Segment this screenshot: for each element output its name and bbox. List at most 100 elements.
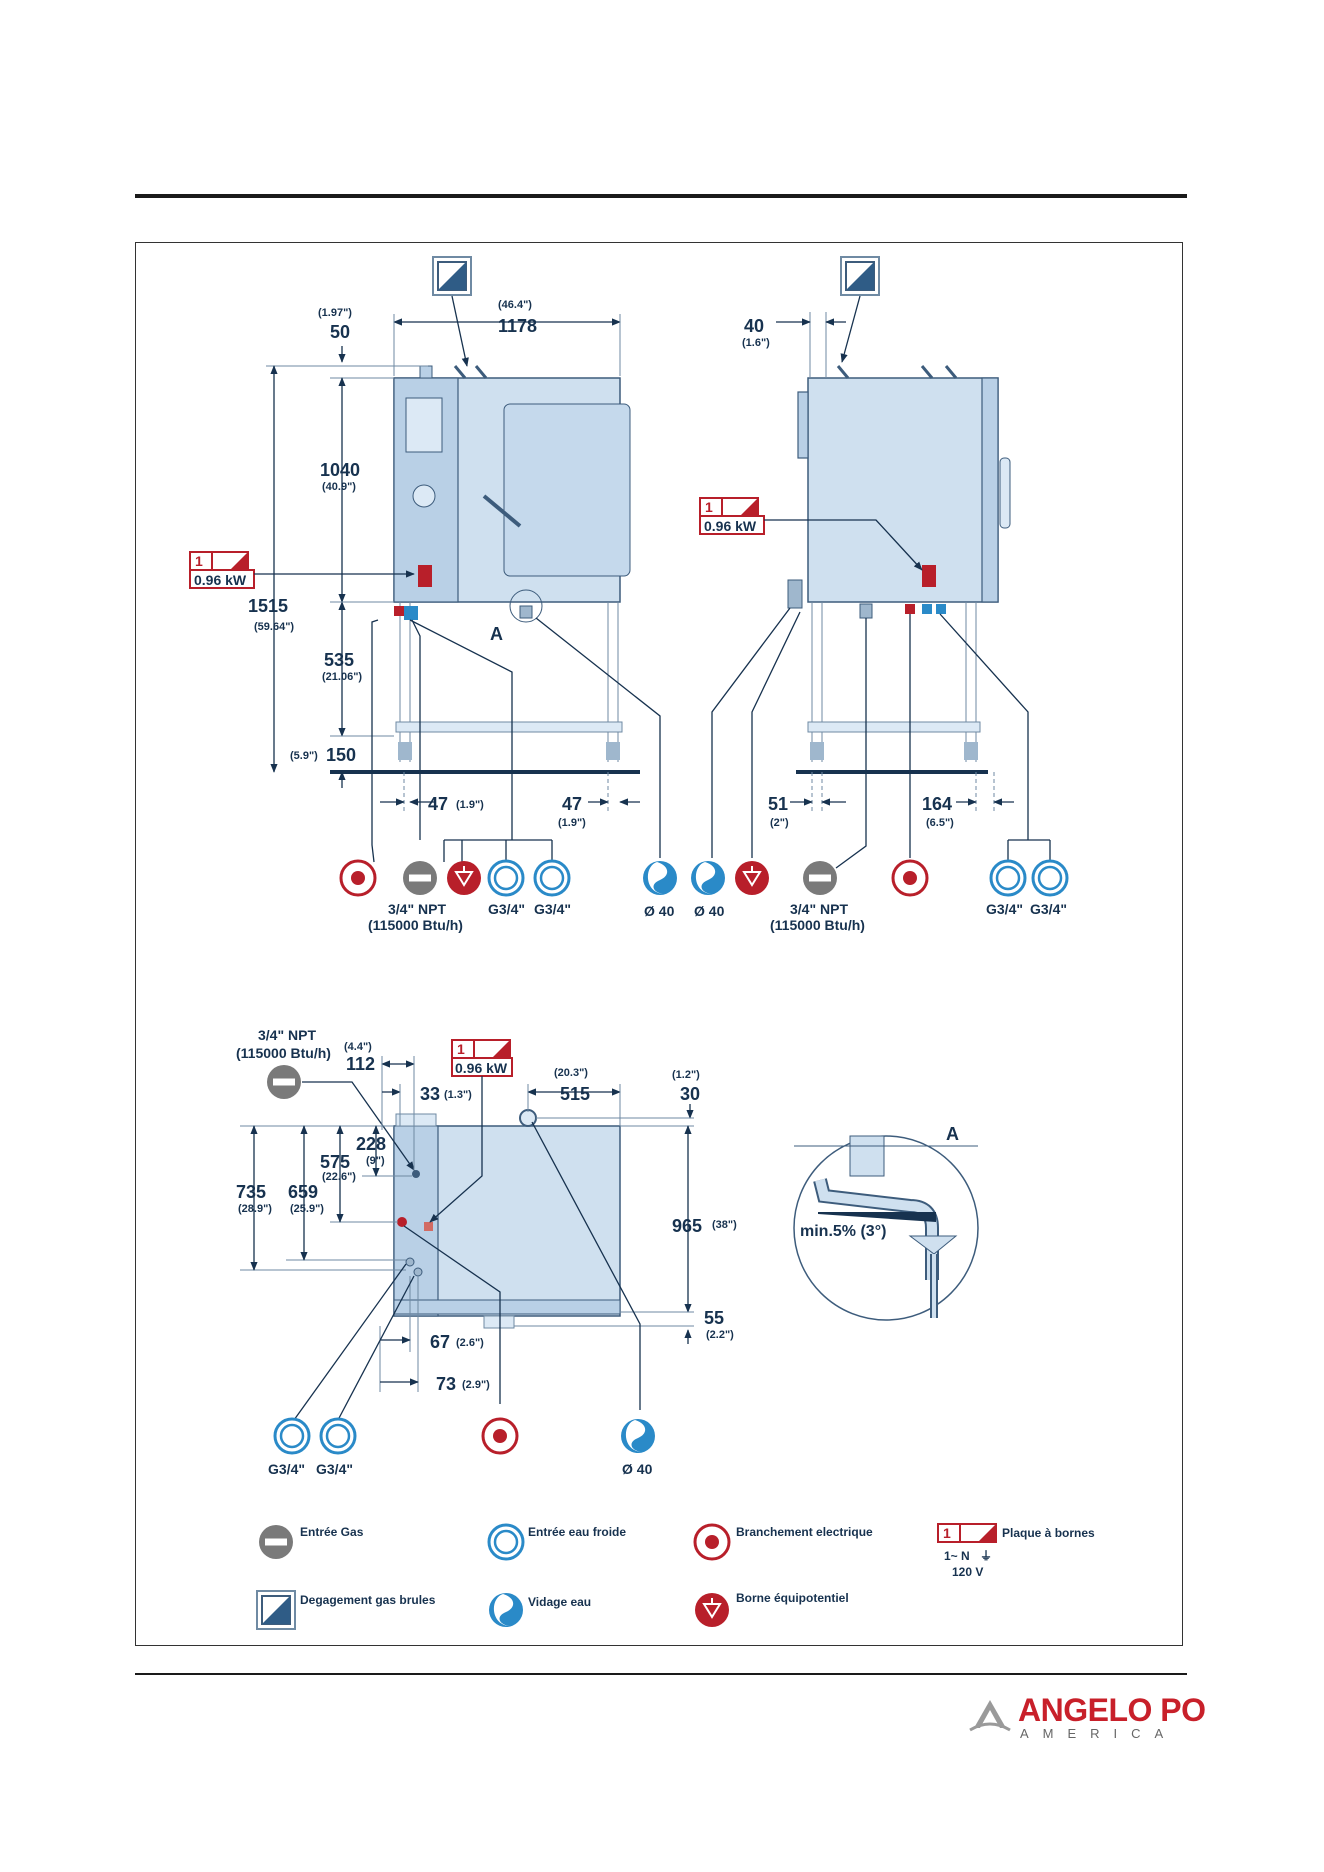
side-water-1: G3/4" <box>986 901 1023 917</box>
side-right-offset-inches: (6.5") <box>926 817 954 829</box>
gas-inlet-icon <box>803 861 837 895</box>
d575: 575 <box>320 1152 350 1172</box>
front-gas-btu: (115000 Btu/h) <box>368 917 463 933</box>
legend-exhaust-icon <box>256 1590 296 1630</box>
exhaust-icon <box>840 256 880 296</box>
slope-label: min.5% (3°) <box>800 1223 886 1240</box>
door-height: 1040 <box>320 460 360 480</box>
exhaust-leader <box>451 295 469 367</box>
front-width: 1178 <box>498 316 537 336</box>
svg-text:0.96 kW: 0.96 kW <box>194 572 247 588</box>
oven-door-glass <box>503 403 631 577</box>
d228: 228 <box>356 1134 386 1154</box>
side-view: 40 (1.6") 1 0.96 kW 51 (2") 164 (6.5") <box>691 256 1069 933</box>
door-height-inches: (40.9") <box>322 481 356 493</box>
water-inlet-icon <box>533 859 571 897</box>
detail-a-circle <box>509 589 543 623</box>
front-water-1: G3/4" <box>488 901 525 917</box>
front-top: 50 <box>330 322 350 342</box>
terminal-box <box>418 565 432 587</box>
front-gas-label: 3/4" NPT <box>388 901 446 917</box>
d965: 965 <box>672 1216 702 1236</box>
top-terminal-plate: 1 0.96 kW <box>451 1039 513 1077</box>
svg-text:1: 1 <box>705 499 713 515</box>
side-gas-btu: (115000 Btu/h) <box>770 917 865 933</box>
electric-connection-icon <box>891 859 929 897</box>
legend-water-icon <box>487 1523 525 1561</box>
side-gas-label: 3/4" NPT <box>790 901 848 917</box>
side-left-offset: 51 <box>768 794 788 814</box>
d112-inches: (4.4") <box>344 1041 372 1053</box>
d575-inches: (22.6") <box>322 1171 356 1183</box>
legend-drain: Vidage eau <box>528 1595 591 1609</box>
stand-height: 535 <box>324 650 354 670</box>
d228-inches: (9") <box>366 1155 385 1167</box>
floor-height-inches: (5.9") <box>290 750 318 762</box>
d515-inches: (20.3") <box>554 1067 588 1079</box>
side-terminal-plate: 1 0.96 kW <box>699 497 765 535</box>
side-left-offset-inches: (2") <box>770 817 789 829</box>
legend-terminal-spec1: 1~ N <box>944 1549 970 1563</box>
d33-inches: (1.3") <box>444 1089 472 1101</box>
side-water-2: G3/4" <box>1030 901 1067 917</box>
svg-text:1: 1 <box>457 1041 465 1057</box>
front-terminal-plate: 1 0.96 kW <box>189 551 255 589</box>
drawing-frame <box>135 242 1183 1646</box>
side-right-offset: 164 <box>922 794 952 814</box>
d55: 55 <box>704 1308 724 1328</box>
drain-icon <box>691 861 725 895</box>
flue-stub <box>419 365 433 379</box>
total-height: 1515 <box>248 596 288 616</box>
bottom-rule <box>135 1673 1187 1675</box>
svg-text:0.96 kW: 0.96 kW <box>704 518 757 534</box>
control-knob <box>412 484 436 508</box>
d67-inches: (2.6") <box>456 1337 484 1349</box>
top-gas-btu: (115000 Btu/h) <box>236 1045 331 1061</box>
legend-terminal: Plaque à bornes <box>1002 1526 1095 1540</box>
side-top-offset-inches: (1.6") <box>742 337 770 349</box>
equipotential-icon <box>446 860 482 896</box>
detail-a-title: A <box>946 1124 959 1144</box>
d515: 515 <box>560 1084 590 1104</box>
stand-shelf <box>395 721 623 733</box>
svg-text:1: 1 <box>195 553 203 569</box>
door-handle <box>482 494 522 528</box>
exhaust-icon <box>432 256 472 296</box>
electric-connection-icon <box>481 1417 519 1455</box>
d735-inches: (28.9") <box>238 1203 272 1215</box>
gas-inlet-icon <box>267 1065 301 1099</box>
drain-icon <box>621 1419 655 1453</box>
svg-text:1: 1 <box>943 1525 951 1541</box>
legend-terminal-spec2: 120 V <box>952 1565 983 1579</box>
front-right-offset: 47 <box>562 794 582 814</box>
d73: 73 <box>436 1374 456 1394</box>
display-panel <box>405 397 443 453</box>
top-water-2: G3/4" <box>316 1461 353 1477</box>
legend-electric-icon <box>693 1523 731 1561</box>
top-rule <box>135 194 1187 198</box>
d659-inches: (25.9") <box>290 1203 324 1215</box>
legend-equipotential: Borne équipotentiel <box>736 1591 849 1605</box>
front-right-offset-inches: (1.9") <box>558 817 586 829</box>
top-drain-label: Ø 40 <box>622 1461 653 1477</box>
water-inlet-icon <box>487 859 525 897</box>
water-inlet-icon <box>273 1417 311 1455</box>
equipotential-icon <box>734 860 770 896</box>
d659: 659 <box>288 1182 318 1202</box>
front-left-offset-inches: (1.9") <box>456 799 484 811</box>
top-gas-label: 3/4" NPT <box>258 1027 316 1043</box>
legend-equipotential-icon <box>694 1592 730 1628</box>
d73-inches: (2.9") <box>462 1379 490 1391</box>
d112: 112 <box>346 1054 375 1074</box>
legend-exhaust: Degagement gas brules <box>300 1593 436 1607</box>
floor-height: 150 <box>326 745 356 765</box>
water-inlet-icon <box>989 859 1027 897</box>
d55-inches: (2.2") <box>706 1329 734 1341</box>
legend-cold-water: Entrée eau froide <box>528 1525 626 1539</box>
legend-gas: Entrée Gas <box>300 1525 364 1539</box>
d30-inches: (1.2") <box>672 1069 700 1081</box>
front-top-inches: (1.97") <box>318 307 352 319</box>
brand-logo-mark <box>969 1700 1011 1732</box>
front-view: A (46.4") 1178 (1.97") 50 1040 (40.9") 1… <box>189 256 677 933</box>
top-water-1: G3/4" <box>268 1461 305 1477</box>
